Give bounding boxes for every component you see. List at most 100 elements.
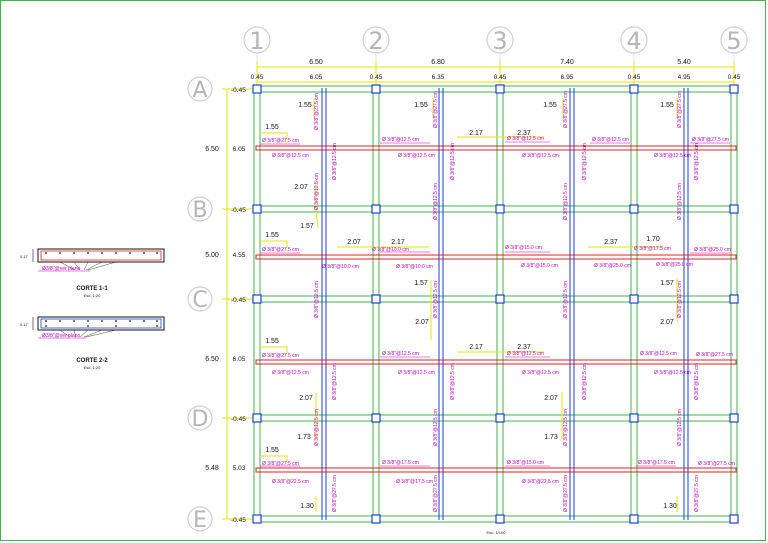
left-span-B-C: 5.00	[205, 252, 219, 259]
rebar-label: Ø 3/8"@27.5 cm	[262, 247, 299, 253]
rebar-label: Ø 3/8"@12.5 cm	[272, 153, 309, 159]
rebar-label: Ø 3/8"@25.0 cm	[694, 247, 731, 253]
rebar-label-v: Ø 3/8"@12.5 cm	[433, 281, 439, 318]
rebar-label: Ø 3/8"@27.5 cm	[262, 353, 299, 359]
rebar-label: Ø 3/8"@17.5 cm	[396, 479, 433, 485]
len-207-e: 2.07	[299, 395, 313, 402]
rebar-label-v: Ø 3/8"@12.5 cm	[332, 143, 338, 180]
len-207-c: 2.07	[415, 319, 429, 326]
rebar-label: Ø 3/8"@27.5 cm	[262, 461, 299, 467]
axis-B-label: B	[192, 198, 207, 223]
len-207-f: 2.07	[544, 395, 558, 402]
axis-3-label: 3	[492, 27, 507, 55]
rebar-label: Ø 3/8"@27.5 cm	[262, 138, 299, 144]
rebar-label-v: Ø 3/8"@12.5 cm	[694, 143, 700, 180]
len-157-b: 1.57	[414, 280, 428, 287]
left-inner-D-E: 5.03	[233, 465, 246, 472]
rebar-label: Ø 3/8"@22.5 cm	[522, 479, 559, 485]
length-markers	[260, 98, 678, 512]
columns	[252, 84, 739, 524]
len-col2-A: 1.55	[414, 102, 428, 109]
top-dimension-lines	[256, 62, 735, 86]
rebar-label: Ø 3/8"@15.0 cm	[521, 263, 558, 269]
axis-E-label: E	[193, 508, 207, 533]
len-top-left-B: 1.55	[265, 232, 279, 239]
rebar-label-v: Ø 3/8"@12.5 cm	[677, 409, 683, 446]
rebar-label: Ø 3/8"@25.0 cm	[594, 263, 631, 269]
rebar-label: Ø 3/8"@27.5 cm	[698, 461, 735, 467]
rebar-label: Ø 3/8"@12.5 cm	[398, 153, 435, 159]
col-width-4: 0.45	[628, 74, 641, 81]
left-inner-A-B: 6.05	[233, 146, 246, 153]
rebar-label-v: Ø 3/8"@12.5 cm	[433, 409, 439, 446]
rebar-label: Ø 3/8"@12.5 cm	[398, 370, 435, 376]
rebar-label-v: Ø 3/8"@12.5 cm	[314, 409, 320, 446]
left-inner-C-D: 6.05	[233, 356, 246, 363]
rebar-label: Ø 3/8"@12.5 cm	[272, 370, 309, 376]
row-axis-bubbles: A B C D E	[187, 76, 213, 533]
rebar-label: Ø 3/8"@12.5 cm	[507, 136, 544, 142]
rebar-labels-horizontal: Ø 3/8"@27.5 cm Ø 3/8"@12.5 cm Ø 3/8"@12.…	[262, 136, 735, 485]
left-span-A-B: 6.50	[205, 146, 219, 153]
rebar-label: Ø 3/8"@12.5 cm	[522, 370, 559, 376]
section-2-scale: Esc: 1:20	[84, 365, 101, 370]
len-207-d: 2.07	[660, 319, 674, 326]
rebar-label-v: Ø 3/8"@27.5 cm	[563, 475, 569, 512]
len-207-b: 2.07	[347, 239, 361, 246]
level-C: -0.45	[231, 297, 246, 304]
left-dimension-lines	[222, 88, 254, 520]
len-157-c: 1.57	[660, 280, 674, 287]
len-top-left-C: 1.55	[265, 338, 279, 345]
len-237-b: 2.37	[604, 239, 618, 246]
len-col4-A: 1.55	[660, 102, 674, 109]
rebar-label-v: Ø 3/8"@12.5 cm	[677, 281, 683, 318]
span-2-3: 6.80	[431, 59, 445, 66]
level-A: -0.45	[231, 87, 246, 94]
plan-scale: Esc: 1/100	[487, 530, 507, 535]
section-2-2: 0.17 Ø3/8"@ver plano CORTE 2-2 Esc: 1:20	[20, 316, 165, 370]
rebar-label-v: Ø 3/8"@27.5 cm	[433, 475, 439, 512]
len-217-c: 2.17	[469, 344, 483, 351]
horizontal-rebar-strips	[255, 145, 737, 473]
rebar-label: Ø 3/8"@27.5 cm	[696, 352, 733, 358]
left-inner-B-C: 4.55	[233, 252, 246, 259]
len-130-a: 1.30	[300, 503, 314, 510]
rebar-label: Ø 3/8"@12.5 cm	[654, 370, 691, 376]
rebar-label-v: Ø 3/8"@12.5 cm	[563, 183, 569, 220]
rebar-label-v: Ø 3/8"@12.5 cm	[332, 363, 338, 400]
rebar-label: Ø 3/8"@17.5 cm	[638, 460, 675, 466]
rebar-label: Ø 3/8"@12.5 cm	[382, 137, 419, 143]
section-1-1: 0.17 Ø3/8"@ver plano CORTE 1-1 Esc: 1:20	[20, 248, 165, 298]
rebar-label-v: Ø 3/8"@12.5 cm	[582, 143, 588, 180]
rebar-label: Ø 3/8"@27.5 cm	[692, 137, 729, 143]
rebar-label-v: Ø 3/8"@12.5 cm	[450, 143, 456, 180]
rebar-label: Ø 3/8"@22.5 cm	[272, 479, 309, 485]
rebar-label-v: Ø 3/8"@27.5 cm	[677, 91, 683, 128]
rebar-label-v: Ø 3/8"@12.5 cm	[694, 363, 700, 400]
rebar-label-v: Ø 3/8"@12.5 cm	[677, 183, 683, 220]
col-width-2: 0.45	[370, 74, 383, 81]
left-span-C-D: 6.50	[205, 356, 219, 363]
axis-1-label: 1	[249, 27, 264, 55]
rebar-label-v: Ø 3/8"@27.5 cm	[332, 475, 338, 512]
rebar-label-v: Ø 3/8"@12.5 cm	[314, 281, 320, 318]
col-width-3: 0.45	[494, 74, 507, 81]
section-1-scale: Esc: 1:20	[84, 293, 101, 298]
rebar-label: Ø 3/8"@15.0 cm	[507, 460, 544, 466]
col-width-5: 0.45	[728, 74, 741, 81]
len-170: 1.70	[646, 236, 660, 243]
level-B: -0.45	[231, 207, 246, 214]
rebar-label: Ø 3/8"@12.5 cm	[654, 153, 691, 159]
len-col3-A: 1.55	[543, 102, 557, 109]
span-4-5: 5.40	[677, 59, 691, 66]
rebar-label: Ø 3/8"@10.0 cm	[396, 264, 433, 270]
rebar-label-v: Ø 3/8"@27.5 cm	[563, 91, 569, 128]
rebar-label-v: Ø 3/8"@12.5 cm	[450, 363, 456, 400]
span-3-4: 7.40	[560, 59, 574, 66]
rebar-label-v: Ø 3/8"@27.5 cm	[433, 91, 439, 128]
section-1-title: CORTE 1-1	[76, 286, 108, 292]
rebar-label: Ø 3/8"@12.5 cm	[640, 351, 677, 357]
len-157-a: 1.57	[300, 223, 314, 230]
axis-C-label: C	[192, 288, 207, 313]
len-237-a: 2.37	[517, 130, 531, 137]
